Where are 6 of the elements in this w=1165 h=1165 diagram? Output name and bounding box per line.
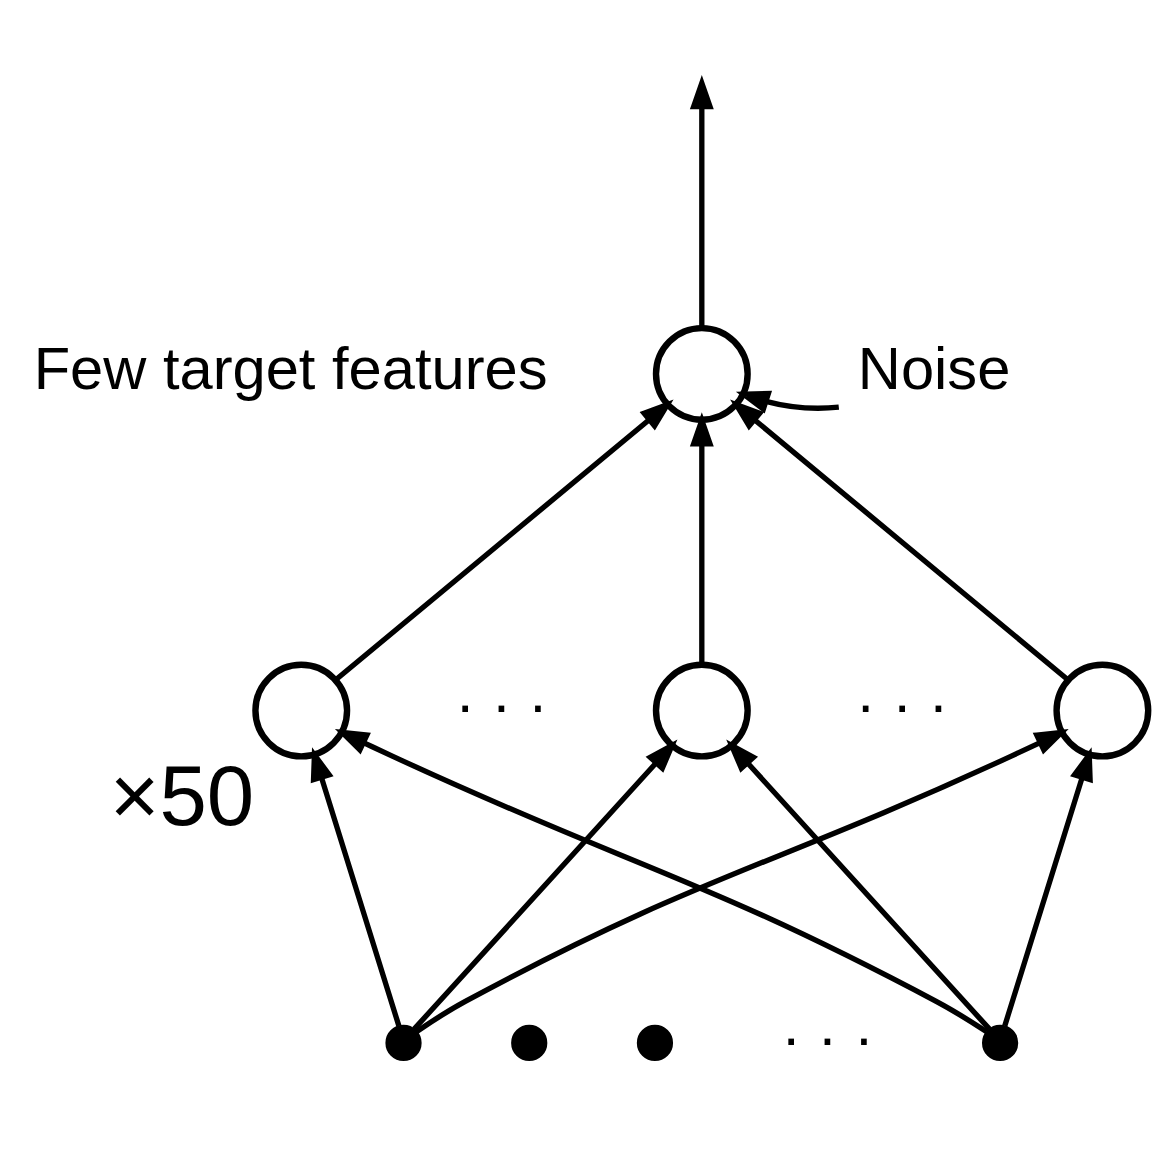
label: Few target features [33, 334, 548, 402]
node-text: Noise [857, 334, 1011, 402]
label: · · · [781, 1003, 874, 1071]
label: · · · [455, 670, 548, 738]
label: · · · [855, 670, 949, 738]
node-label: ×50 [109, 747, 255, 843]
